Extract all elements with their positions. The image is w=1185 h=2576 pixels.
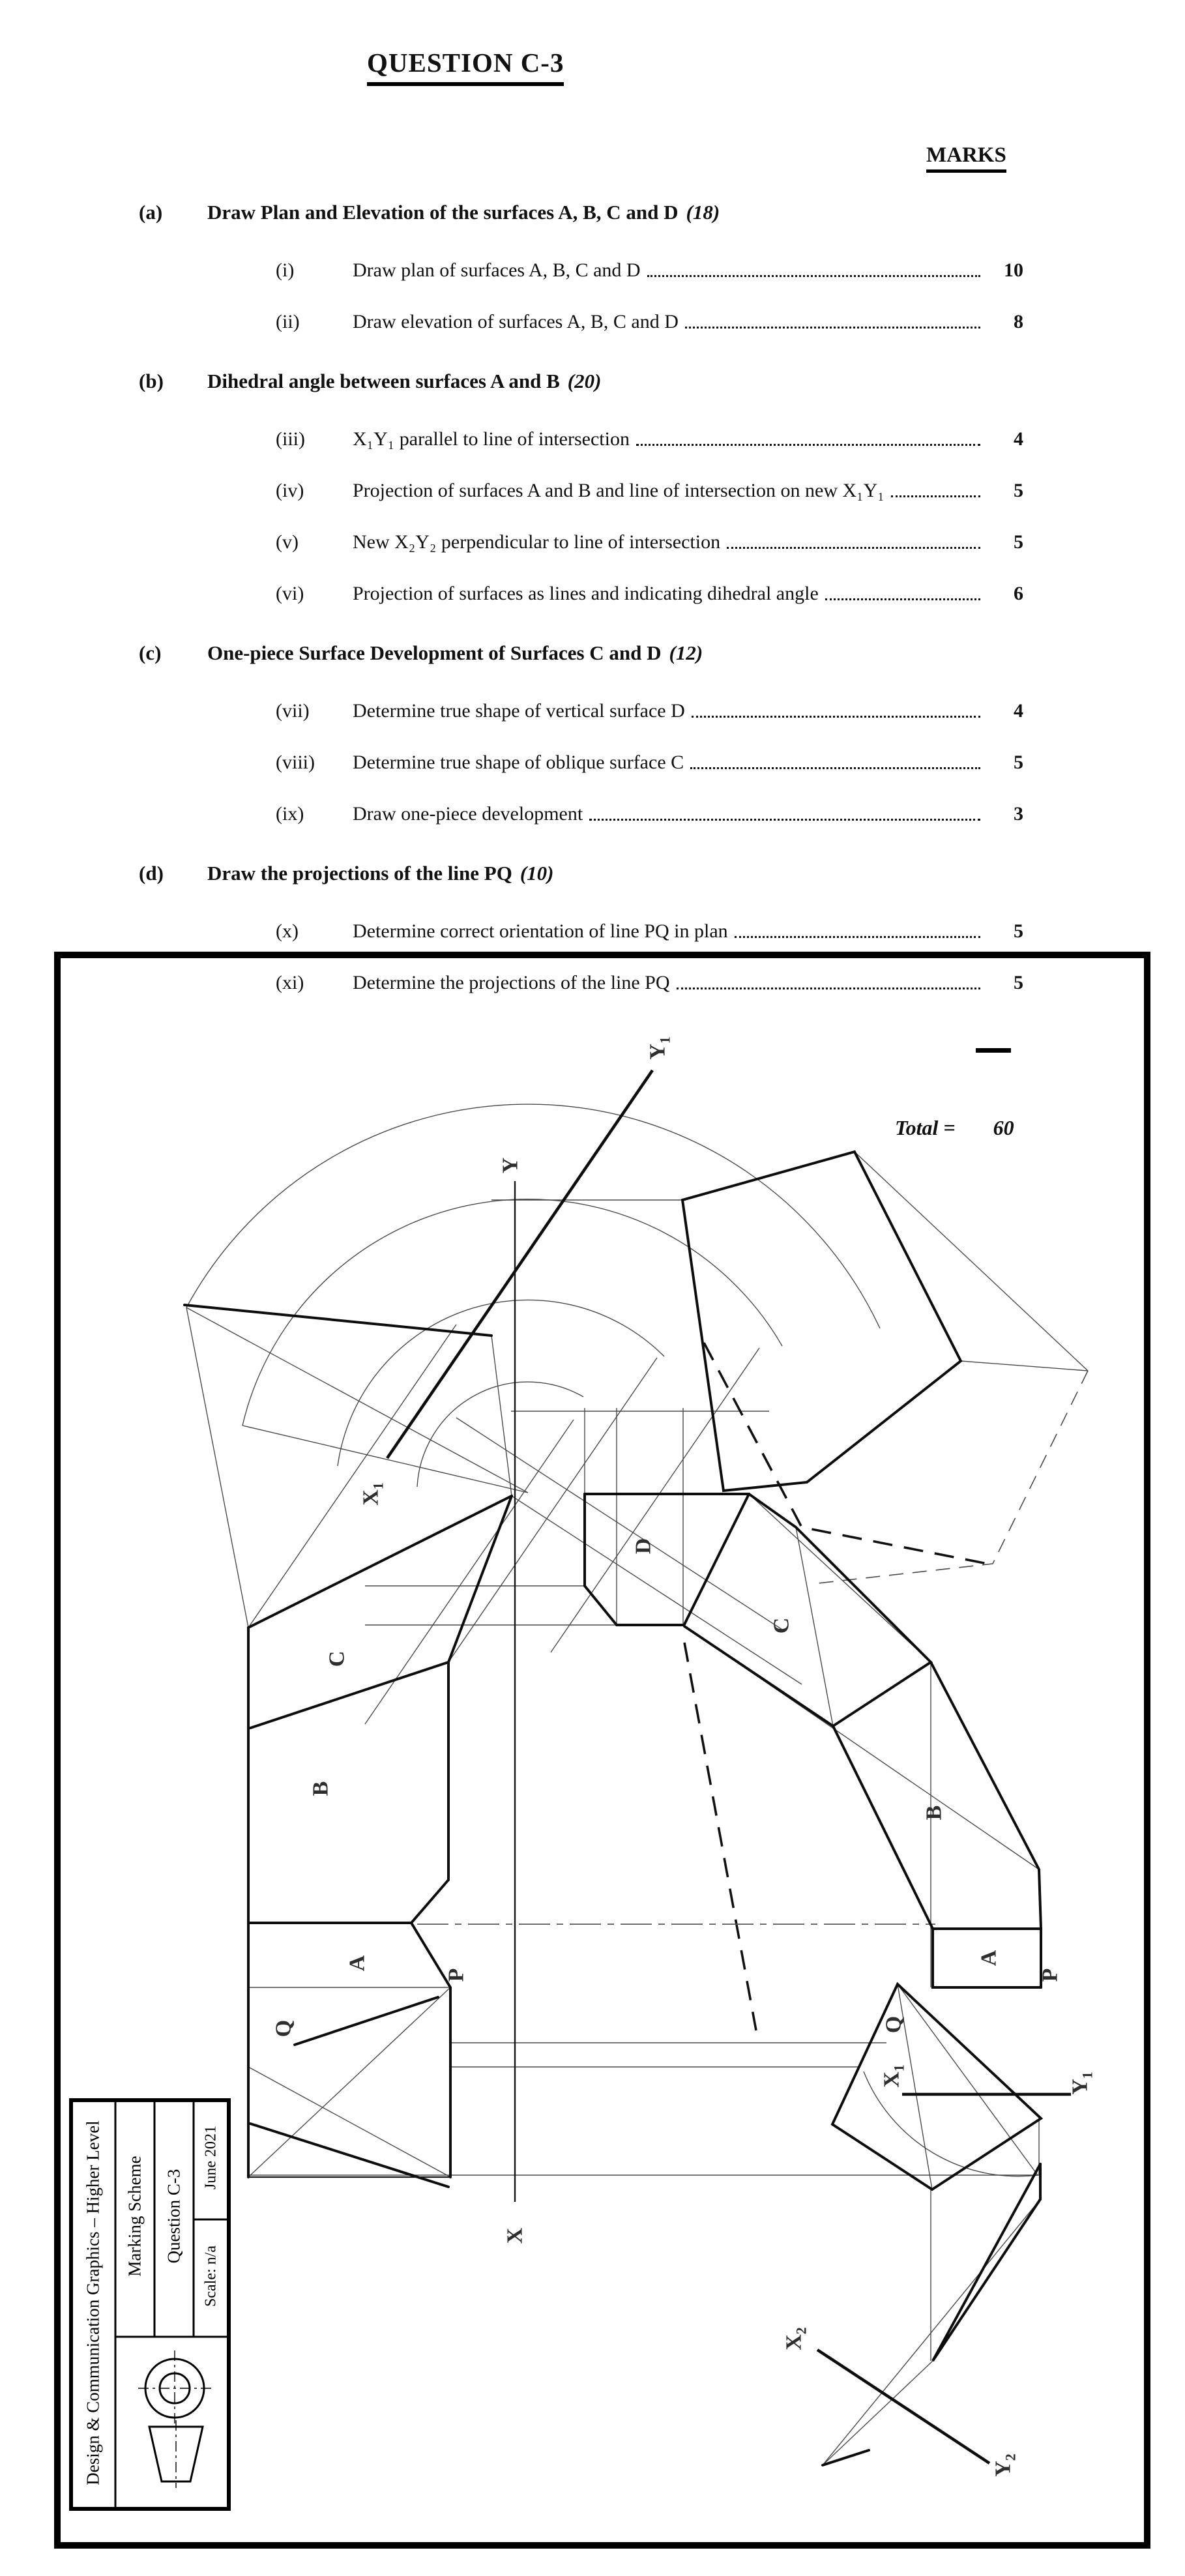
item-text: Determine the projections of the line PQ bbox=[353, 972, 670, 993]
scheme-item: (ix) Draw one-piece development 3 bbox=[0, 803, 1185, 825]
dotted-leader bbox=[727, 547, 980, 549]
item-text: Draw one-piece development bbox=[353, 803, 583, 825]
section-heading: (a) Draw Plan and Elevation of the surfac… bbox=[0, 201, 1185, 224]
scheme-sections: (a) Draw Plan and Elevation of the surfac… bbox=[0, 201, 1185, 1031]
object-outlines bbox=[183, 1150, 1044, 2466]
item-marks: 3 bbox=[1014, 803, 1023, 825]
item-text: Draw elevation of surfaces A, B, C and D bbox=[353, 311, 679, 332]
marking-scheme-document: QUESTION C-3 MARKS (a) Draw Plan and Elev… bbox=[0, 0, 1185, 1139]
dotted-leader bbox=[734, 936, 980, 938]
section-label: (a) bbox=[139, 201, 163, 224]
x1y1-axis-top bbox=[386, 1069, 654, 1459]
sheet-border bbox=[54, 952, 1150, 2549]
total-value: 60 bbox=[993, 1116, 1014, 1139]
item-marks: 5 bbox=[1014, 480, 1023, 501]
scheme-item: (ii) Draw elevation of surfaces A, B, C a… bbox=[0, 311, 1185, 333]
total-row: Total = 60 bbox=[895, 1116, 1014, 1140]
dotted-leader bbox=[647, 275, 980, 277]
title-block bbox=[69, 2098, 231, 2511]
section-label: (c) bbox=[139, 641, 162, 664]
scheme-item: (vi) Projection of surfaces as lines and … bbox=[0, 583, 1185, 605]
scheme-item: (v) New X₂Y₂ perpendicular to line of int… bbox=[0, 531, 1185, 553]
x2y2-axis bbox=[816, 2349, 991, 2465]
scheme-item: (vii) Determine true shape of vertical su… bbox=[0, 700, 1185, 722]
item-text: Determine true shape of vertical surface… bbox=[353, 700, 685, 722]
item-marks: 5 bbox=[1014, 752, 1023, 773]
marks-sum-line bbox=[976, 1048, 1011, 1053]
item-number: (vii) bbox=[276, 700, 310, 722]
scheme-item: (iii) X₁Y₁ parallel to line of intersecti… bbox=[0, 428, 1185, 450]
section-weight: (20) bbox=[567, 370, 602, 392]
item-marks: 4 bbox=[1014, 700, 1023, 722]
section-title: Draw the projections of the line PQ bbox=[207, 862, 512, 885]
scheme-item: (iv) Projection of surfaces A and B and l… bbox=[0, 480, 1185, 502]
item-marks: 5 bbox=[1014, 531, 1023, 553]
scheme-item: (i) Draw plan of surfaces A, B, C and D 10 bbox=[0, 259, 1185, 282]
scheme-item: (viii) Determine true shape of oblique su… bbox=[0, 752, 1185, 774]
dotted-leader bbox=[589, 819, 980, 821]
item-number: (ix) bbox=[276, 803, 304, 825]
phantom-dashed-lines bbox=[812, 1370, 1089, 1585]
item-number: (iii) bbox=[276, 428, 305, 450]
dotted-leader bbox=[676, 988, 980, 989]
item-text: New X₂Y₂ perpendicular to line of inters… bbox=[353, 531, 721, 553]
section-title: Dihedral angle between surfaces A and B bbox=[207, 370, 560, 392]
dotted-leader bbox=[691, 716, 980, 718]
item-text: Projection of surfaces A and B and line … bbox=[353, 480, 885, 501]
item-number: (vi) bbox=[276, 583, 304, 604]
page-title: QUESTION C-3 bbox=[367, 47, 564, 86]
section-title: One-piece Surface Development of Surface… bbox=[207, 641, 662, 664]
item-number: (i) bbox=[276, 259, 295, 281]
section-heading: (c) One-piece Surface Development of Surf… bbox=[0, 641, 1185, 665]
item-text: X₁Y₁ parallel to line of intersection bbox=[353, 428, 630, 450]
item-number: (v) bbox=[276, 531, 299, 553]
dotted-leader bbox=[684, 327, 980, 329]
item-text: Projection of surfaces as lines and indi… bbox=[353, 583, 819, 604]
item-text: Determine true shape of oblique surface … bbox=[353, 752, 684, 773]
auxiliary-axes bbox=[386, 1069, 1071, 2465]
section-label: (b) bbox=[139, 370, 164, 392]
item-marks: 5 bbox=[1014, 972, 1023, 993]
item-marks: 8 bbox=[1014, 311, 1023, 332]
marks-column-header: MARKS bbox=[926, 143, 1006, 173]
section-heading: (b) Dihedral angle between surfaces A and… bbox=[0, 370, 1185, 393]
section-title: Draw Plan and Elevation of the surfaces … bbox=[207, 201, 679, 224]
section-weight: (18) bbox=[686, 201, 720, 224]
scheme-item: (xi) Determine the projections of the lin… bbox=[0, 972, 1185, 994]
dotted-leader bbox=[890, 495, 980, 497]
section-label: (d) bbox=[139, 862, 164, 885]
dotted-leader bbox=[825, 598, 980, 600]
item-text: Draw plan of surfaces A, B, C and D bbox=[353, 259, 641, 281]
item-text: Determine correct orientation of line PQ… bbox=[353, 920, 728, 942]
item-marks: 6 bbox=[1014, 583, 1023, 604]
first-angle-projection-icon bbox=[138, 2350, 211, 2488]
section-weight: (10) bbox=[519, 862, 554, 885]
item-marks: 5 bbox=[1014, 920, 1023, 942]
scheme-section: (c) One-piece Surface Development of Surf… bbox=[0, 641, 1185, 825]
item-number: (x) bbox=[276, 920, 299, 942]
item-number: (iv) bbox=[276, 480, 304, 501]
scheme-section: (b) Dihedral angle between surfaces A and… bbox=[0, 370, 1185, 605]
section-weight: (12) bbox=[669, 641, 703, 664]
construction-lines bbox=[186, 1104, 1089, 2466]
dotted-leader bbox=[690, 767, 980, 769]
item-marks: 10 bbox=[1004, 259, 1023, 281]
hidden-edge-lines bbox=[683, 1342, 991, 2031]
item-number: (xi) bbox=[276, 972, 304, 993]
dotted-leader bbox=[636, 444, 980, 446]
item-number: (viii) bbox=[276, 752, 315, 773]
scheme-section: (d) Draw the projections of the line PQ (1… bbox=[0, 862, 1185, 994]
section-heading: (d) Draw the projections of the line PQ (1… bbox=[0, 862, 1185, 885]
item-marks: 4 bbox=[1014, 428, 1023, 450]
total-label: Total = bbox=[895, 1116, 956, 1139]
item-number: (ii) bbox=[276, 311, 300, 332]
scheme-item: (x) Determine correct orientation of line… bbox=[0, 920, 1185, 943]
scheme-section: (a) Draw Plan and Elevation of the surfac… bbox=[0, 201, 1185, 333]
